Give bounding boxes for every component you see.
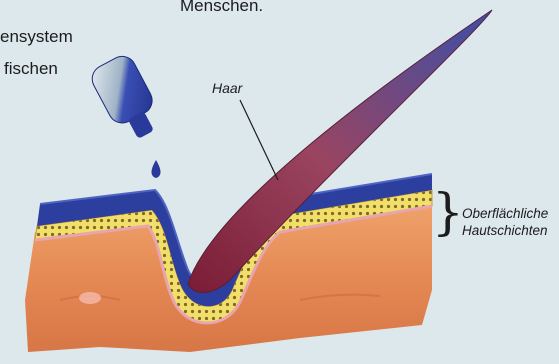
text-fragment-top: Menschen. (180, 0, 263, 16)
drop (152, 160, 161, 178)
pore (79, 292, 101, 304)
text-fragment-left-2: fischen (4, 59, 58, 79)
hair-label: Haar (212, 80, 242, 96)
surface-layer-label-line2: Hautschichten (462, 222, 548, 239)
hair-pointer-line (240, 100, 278, 180)
dropper-bottle (87, 52, 166, 146)
text-fragment-left-1: ensystem (0, 27, 73, 47)
surface-layer-label: Oberflächliche Hautschichten (462, 205, 548, 239)
brace-icon: } (432, 187, 464, 237)
surface-layer-label-line1: Oberflächliche (462, 205, 548, 222)
